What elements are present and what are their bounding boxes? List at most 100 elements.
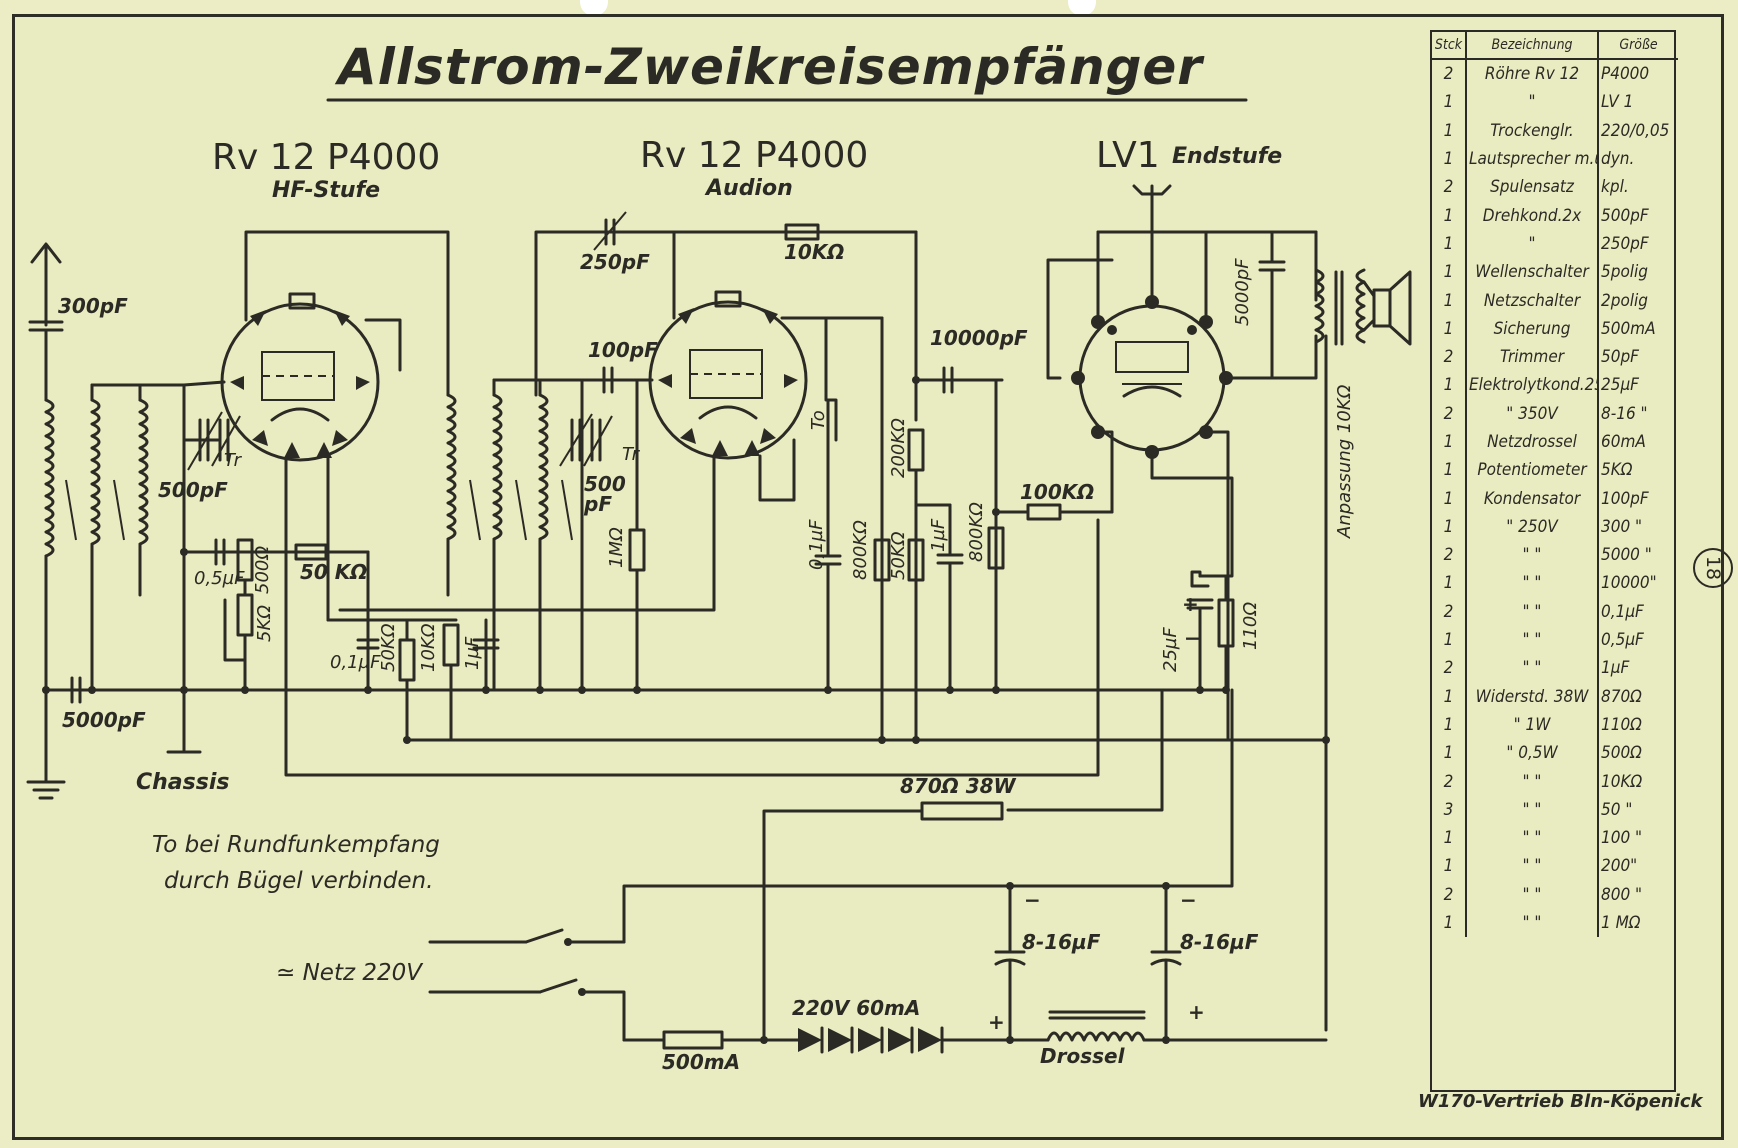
designation-cell: Netzdrossel [1466,427,1599,457]
size-cell: 220/0,05 [1601,120,1670,141]
filter-capacitor-2 [1150,950,1182,966]
rectifier-diodes [798,1026,944,1054]
label-50k-2: 50KΩ [378,623,399,672]
table-row: 1"250pF [1432,229,1678,259]
antenna-coil [44,398,55,558]
designation-cell: Kondensator [1466,484,1599,513]
label-5k: 5KΩ [254,604,275,642]
designation-cell: Trimmer [1466,342,1599,372]
label-1M: 1MΩ [606,527,627,568]
quantity-cell: 2 [1432,342,1467,372]
label-10000pf: 10000pF [930,326,1028,350]
label-plus-2: + [1188,1000,1205,1024]
resistor-1M [628,528,646,572]
size-cell: 60mA [1601,432,1646,452]
size-cell: dyn. [1601,149,1635,170]
potentiometer-5k [236,593,254,637]
quantity-cell: 2 [1432,173,1467,202]
quantity-cell: 3 [1432,795,1467,825]
note-line-1: To bei Rundfunkempfang [152,832,440,858]
designation-cell: Spulensatz [1466,173,1599,202]
tube-2-stage: Audion [706,176,793,201]
size-cell: P4000 [1601,64,1650,85]
antenna-symbol [30,242,62,327]
resistor-50k-1 [294,543,328,561]
resistor-870ohm-38w [920,801,1004,821]
label-plus-1: + [988,1010,1005,1034]
designation-cell: " 350V [1466,399,1599,428]
tube-3-type: LV1 [1096,135,1160,176]
designation-cell: Trockenglr. [1466,116,1599,145]
size-cell: 870Ω [1601,686,1642,707]
footer-publisher: W170-Vertrieb Bln-Köpenick [1418,1091,1703,1112]
size-cell: 0,1µF [1601,601,1644,622]
label-870ohm: 870Ω 38W [900,774,1016,798]
header-size: Größe [1598,32,1678,60]
label-anpassung: Anpassung 10KΩ [1334,384,1355,538]
label-300pf: 300pF [58,294,128,318]
label-200k: 200KΩ [888,418,909,478]
label-5000pf-input: 5000pF [62,708,146,732]
label-minus-25uf: − [1184,626,1201,650]
fuse-500ma [662,1030,724,1050]
heater-return [1006,688,1164,812]
label-05uf: 0,5µF [194,568,245,589]
label-1uf-1: 1µF [462,636,483,670]
header-designation: Bezeichnung [1466,32,1599,60]
resistor-800k-2 [987,526,1005,570]
resistor-110ohm [1217,598,1235,648]
table-row: 2" "10KΩ [1432,767,1678,796]
label-minus-1: − [1024,888,1041,912]
label-50k-3: 50KΩ [888,531,909,580]
choke-drossel [1046,1010,1146,1042]
resistor-800k-1 [873,538,891,582]
quantity-cell: 1 [1432,625,1467,655]
table-row: 1" "1 MΩ [1432,908,1678,938]
label-fuse: 500mA [662,1050,741,1074]
size-cell: 500mA [1601,318,1656,339]
quantity-cell: 2 [1432,654,1467,683]
capacitor-10000pf [942,366,954,394]
size-cell: 50 " [1601,799,1633,820]
label-5000pf-output: 5000pF [1232,258,1253,326]
quantity-cell: 1 [1432,569,1467,598]
designation-cell: Widerstd. 38W [1466,682,1599,711]
heater-chain-wire [284,456,1100,777]
diagram-title: Allstrom-Zweikreisempfänger [338,38,1203,96]
interstage-coils [446,378,628,692]
designation-cell: " " [1466,767,1599,796]
table-row: 1" "0,5µF [1432,625,1678,655]
designation-cell: " [1466,88,1599,117]
size-cell: 25µF [1601,375,1639,396]
punch-hole [580,0,608,16]
tube-2-type: Rv 12 P4000 [640,135,869,176]
designation-cell: Netzschalter [1466,286,1599,315]
size-cell: 0,5µF [1601,630,1644,651]
label-800k-2: 800KΩ [966,502,987,562]
quantity-cell: 1 [1432,258,1467,287]
quantity-cell: 2 [1432,880,1467,909]
size-cell: 8-16 " [1601,403,1648,424]
label-01uf-2: 0,1µF [806,519,827,570]
size-cell: 500pF [1601,205,1649,226]
mains-switch [428,928,626,1042]
designation-cell: " 1W [1466,710,1599,740]
size-cell: 800 " [1601,884,1643,905]
label-100k: 100KΩ [1020,480,1095,504]
designation-cell: Elektrolytkond.250V [1466,371,1599,400]
quantity-cell: 1 [1432,908,1467,938]
capacitor-100pf [602,366,614,394]
table-row: 2" "0,1µF [1432,597,1678,626]
label-110ohm: 110Ω [1240,601,1261,650]
